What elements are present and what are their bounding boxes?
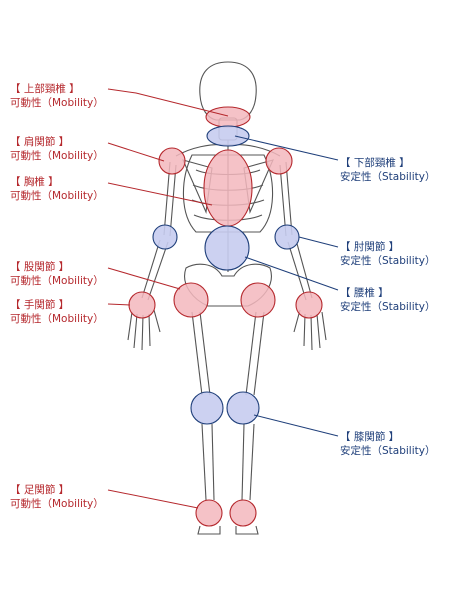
label-hip: 【 股関節 】 可動性（Mobility）: [10, 260, 104, 288]
label-lower-cervical-title: 【 下部頸椎 】: [340, 156, 435, 170]
label-upper-cervical-sub: 可動性（Mobility）: [10, 96, 104, 110]
label-wrist: 【 手関節 】 可動性（Mobility）: [10, 298, 104, 326]
label-thoracic-title: 【 胸椎 】: [10, 175, 104, 189]
label-upper-cervical: 【 上部頸椎 】 可動性（Mobility）: [10, 82, 104, 110]
label-thoracic: 【 胸椎 】 可動性（Mobility）: [10, 175, 104, 203]
foot-left: [198, 526, 220, 534]
label-knee-sub: 安定性（Stability）: [340, 444, 435, 458]
joint-ankle-left: [196, 500, 222, 526]
label-lumbar: 【 腰椎 】 安定性（Stability）: [340, 286, 435, 314]
label-thoracic-sub: 可動性（Mobility）: [10, 189, 104, 203]
joint-knee-left: [191, 392, 223, 424]
label-lumbar-title: 【 腰椎 】: [340, 286, 435, 300]
joint-wrist-left: [129, 292, 155, 318]
joint-hip-left: [174, 283, 208, 317]
label-upper-cervical-title: 【 上部頸椎 】: [10, 82, 104, 96]
label-knee-title: 【 膝関節 】: [340, 430, 435, 444]
label-shoulder-title: 【 肩関節 】: [10, 135, 104, 149]
label-shoulder: 【 肩関節 】 可動性（Mobility）: [10, 135, 104, 163]
mobility-joints: [129, 107, 322, 526]
label-elbow-title: 【 肘関節 】: [340, 240, 435, 254]
joint-lumbar: [205, 226, 249, 270]
label-ankle-title: 【 足関節 】: [10, 483, 104, 497]
label-hip-sub: 可動性（Mobility）: [10, 274, 104, 288]
joint-lower-cervical: [207, 126, 249, 146]
label-hip-title: 【 股関節 】: [10, 260, 104, 274]
joint-ankle-right: [230, 500, 256, 526]
joint-wrist-right: [296, 292, 322, 318]
joint-elbow-left: [153, 225, 177, 249]
label-lumbar-sub: 安定性（Stability）: [340, 300, 435, 314]
label-lower-cervical-sub: 安定性（Stability）: [340, 170, 435, 184]
foot-right: [236, 526, 258, 534]
label-elbow-sub: 安定性（Stability）: [340, 254, 435, 268]
joint-thoracic: [204, 150, 252, 226]
joint-hip-right: [241, 283, 275, 317]
joint-knee-right: [227, 392, 259, 424]
label-ankle: 【 足関節 】 可動性（Mobility）: [10, 483, 104, 511]
label-wrist-sub: 可動性（Mobility）: [10, 312, 104, 326]
label-elbow: 【 肘関節 】 安定性（Stability）: [340, 240, 435, 268]
label-shoulder-sub: 可動性（Mobility）: [10, 149, 104, 163]
joint-shoulder-right: [266, 148, 292, 174]
joint-elbow-right: [275, 225, 299, 249]
label-lower-cervical: 【 下部頸椎 】 安定性（Stability）: [340, 156, 435, 184]
joint-upper-cervical: [206, 107, 250, 127]
label-knee: 【 膝関節 】 安定性（Stability）: [340, 430, 435, 458]
label-ankle-sub: 可動性（Mobility）: [10, 497, 104, 511]
label-wrist-title: 【 手関節 】: [10, 298, 104, 312]
